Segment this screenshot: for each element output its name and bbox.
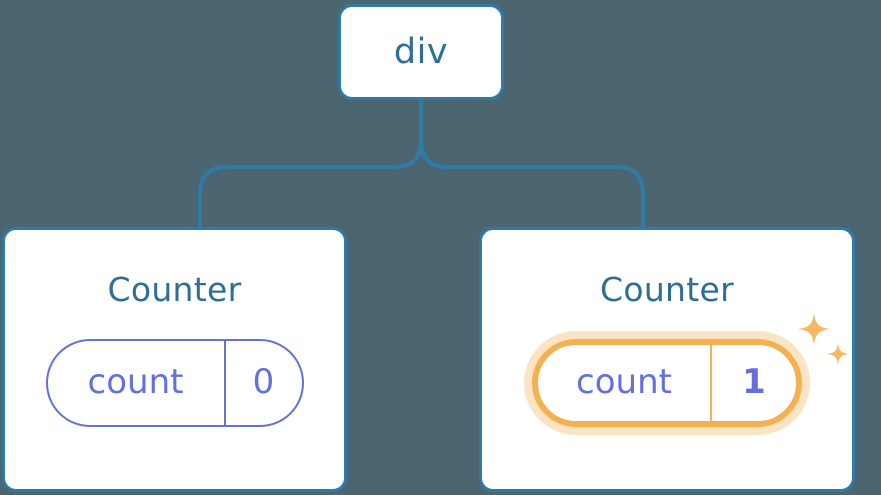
node-div-label: div	[393, 31, 449, 72]
node-div[interactable]: div	[338, 4, 504, 100]
counter-left-state: count 0	[45, 339, 304, 427]
state-key-label: count	[87, 361, 184, 402]
state-pill-highlighted[interactable]: count 1	[532, 339, 802, 427]
state-key-label: count	[576, 361, 672, 402]
state-value-label: 1	[710, 345, 796, 421]
counter-right-title: Counter	[600, 270, 734, 309]
state-value-label: 0	[223, 341, 302, 425]
sparkle-small-icon	[827, 343, 849, 365]
node-counter-left[interactable]: Counter count 0	[2, 227, 347, 492]
sparkle-large-icon	[798, 313, 830, 345]
counter-right-state: count 1	[532, 313, 849, 427]
counter-left-title: Counter	[107, 270, 242, 309]
node-counter-right[interactable]: Counter count 1	[479, 227, 855, 492]
state-pill[interactable]: count 0	[45, 339, 304, 427]
sparkle-icon-group	[798, 313, 849, 365]
